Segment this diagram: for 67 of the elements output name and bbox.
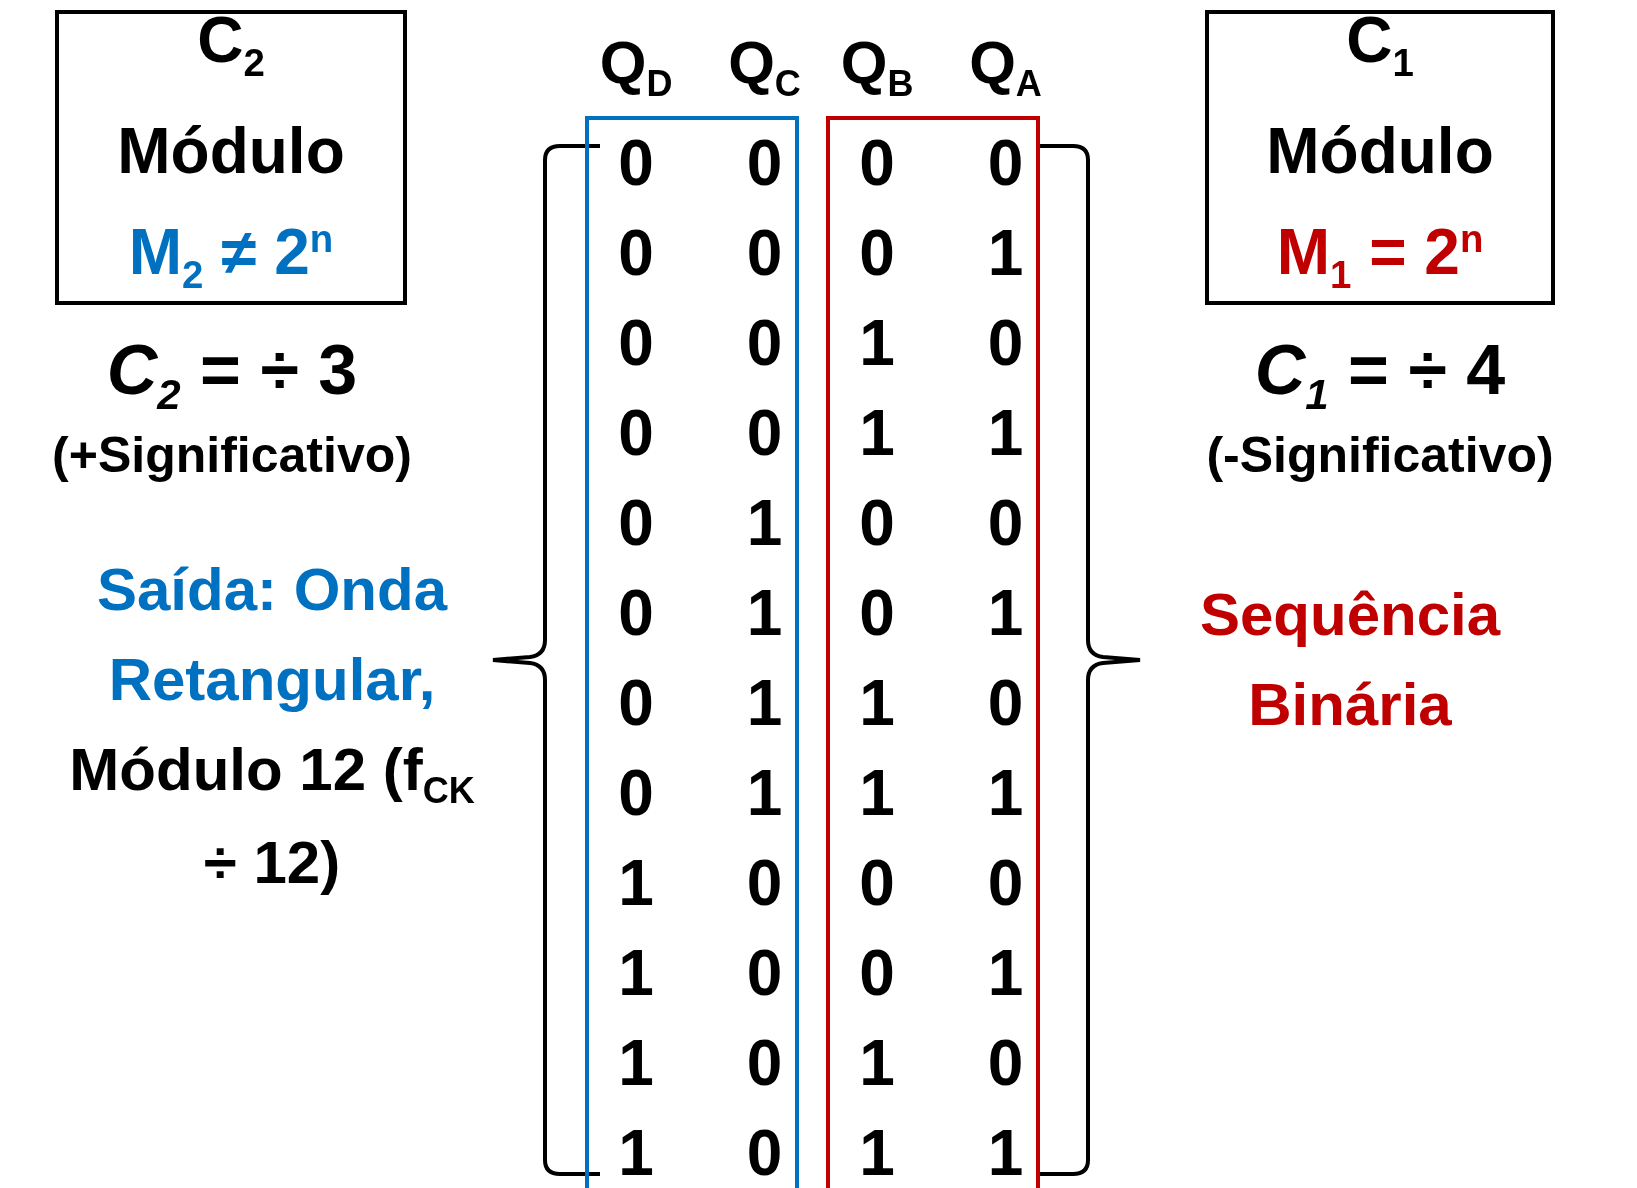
bit-value: 0 xyxy=(986,1028,1025,1098)
bit-value: 0 xyxy=(858,578,896,648)
module-heading: Módulo xyxy=(117,113,345,189)
modulus-formula: M$_{1}$ = 2$^{n}$ xyxy=(1276,215,1484,298)
counter-module-box xyxy=(55,10,407,305)
column-header: Q$_{B}$ xyxy=(839,28,915,105)
column-header: Q$_{D}$ xyxy=(598,28,674,105)
bit-value: 1 xyxy=(617,938,655,1008)
bit-value: 0 xyxy=(858,128,896,198)
bit-value: 1 xyxy=(617,848,655,918)
bit-value: 1 xyxy=(745,668,784,738)
divider-formula: C$_{2}$ = ÷ 3 xyxy=(106,330,358,420)
significance-note: (-Significativo) xyxy=(1206,426,1554,485)
bit-value: 0 xyxy=(617,758,655,828)
bit-value: 0 xyxy=(858,218,896,288)
bit-value: 1 xyxy=(858,1118,896,1188)
bit-value: 0 xyxy=(745,398,784,468)
bit-value: 0 xyxy=(745,848,784,918)
bit-value: 0 xyxy=(986,848,1025,918)
bit-value: 1 xyxy=(617,1028,655,1098)
bit-value: 1 xyxy=(745,488,784,558)
bit-value: 1 xyxy=(986,758,1025,828)
counter-name: C$_{2}$ xyxy=(197,3,265,86)
modulus-formula: M$_{2}$ ≠ 2$^{n}$ xyxy=(128,215,334,298)
bit-value: 0 xyxy=(986,488,1025,558)
column-header: Q$_{A}$ xyxy=(968,28,1043,105)
bit-value: 0 xyxy=(858,488,896,558)
module-heading: Módulo xyxy=(1266,113,1494,189)
counter-module-box xyxy=(1205,10,1555,305)
divider-formula: C$_{1}$ = ÷ 4 xyxy=(1254,330,1506,420)
column-header: Q$_{C}$ xyxy=(727,28,802,105)
bit-value: 1 xyxy=(986,1118,1025,1188)
bit-value: 1 xyxy=(986,578,1025,648)
bit-value: 0 xyxy=(858,938,896,1008)
counter-name: C$_{1}$ xyxy=(1346,3,1414,86)
output-description: Saída: Onda Retangular, xyxy=(95,555,449,715)
bit-value: 0 xyxy=(858,848,896,918)
bit-value: 1 xyxy=(858,758,896,828)
bit-value: 0 xyxy=(986,668,1025,738)
bit-value: 0 xyxy=(617,488,655,558)
bit-value: 1 xyxy=(745,578,784,648)
bit-value: 0 xyxy=(745,308,784,378)
bit-value: 1 xyxy=(986,938,1025,1008)
bit-value: 1 xyxy=(986,218,1025,288)
bit-value: 1 xyxy=(617,1118,655,1188)
bit-value: 0 xyxy=(986,128,1025,198)
significance-note: (+Significativo) xyxy=(52,426,412,485)
bit-value: 1 xyxy=(858,308,896,378)
bit-value: 0 xyxy=(986,308,1025,378)
bit-value: 0 xyxy=(745,128,784,198)
bit-value: 0 xyxy=(617,128,655,198)
bit-value: 0 xyxy=(745,938,784,1008)
bit-value: 1 xyxy=(858,668,896,738)
bit-value: 0 xyxy=(617,578,655,648)
bit-value: 0 xyxy=(617,218,655,288)
sequence-description: Sequência Binária xyxy=(1198,580,1502,740)
bit-value: 0 xyxy=(617,308,655,378)
bit-value: 0 xyxy=(745,218,784,288)
bit-value: 0 xyxy=(617,398,655,468)
modulus-description: Módulo 12 (f$_{CK}$ ÷ 12) xyxy=(68,735,476,898)
bit-value: 1 xyxy=(858,1028,896,1098)
bit-value: 0 xyxy=(745,1028,784,1098)
bit-value: 0 xyxy=(617,668,655,738)
bit-value: 1 xyxy=(986,398,1025,468)
bit-value: 1 xyxy=(745,758,784,828)
bit-value: 1 xyxy=(858,398,896,468)
bit-value: 0 xyxy=(745,1118,784,1188)
